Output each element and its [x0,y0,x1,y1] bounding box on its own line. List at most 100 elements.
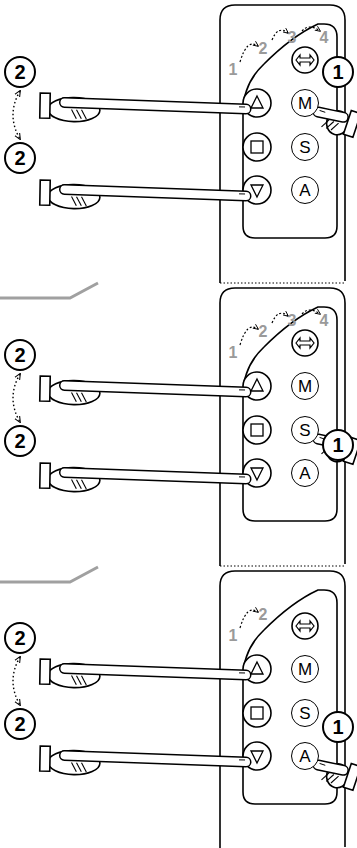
step-arc-arrow [240,610,258,628]
step-number: 2 [259,607,268,623]
panel-separator [0,283,98,298]
hand-finger [64,472,246,479]
mode-button: M [291,655,319,683]
hand-cuff [343,763,357,790]
pointing-hand [40,376,246,405]
swap-arrow-symbol [296,621,314,631]
pointing-hand [40,463,246,492]
hand-knuckle [82,676,87,685]
button-letter: M [298,661,312,678]
hand-finger [318,112,343,117]
auto-button: A [291,459,319,487]
hand-cuff [343,110,357,137]
hand-finger [64,385,246,392]
swap-button [292,47,318,73]
down-triangle-symbol [251,468,263,480]
hand-nail [239,106,245,107]
callout-text: 2 [14,714,25,734]
hand-knuckle [72,197,77,206]
callout-number: 2 [4,339,36,371]
callout-number: 2 [4,622,36,654]
hand-knuckle [77,110,82,119]
down-triangle-symbol [251,185,263,197]
button-letter: M [298,95,312,112]
hand-knuckle [82,110,87,119]
button-letter: S [299,139,310,156]
step-arc-arrow [272,313,288,323]
hand-cuff [40,376,50,401]
swap-arrow-symbol [296,55,314,65]
hand-finger [64,668,246,675]
callout-text: 2 [14,148,25,168]
hand-knuckle [321,773,329,780]
callout-number: 2 [4,708,36,740]
button-letter: A [299,465,310,482]
hand-finger [64,755,246,762]
callout-text: 2 [14,431,25,451]
hand-cuff [40,93,50,118]
step-number: 1 [229,62,238,78]
callout-number: 1 [322,429,354,461]
button-panel [243,307,337,521]
pointing-hand [40,746,246,775]
callout-text: 1 [332,717,343,737]
stop-square-symbol [251,707,263,719]
hand-knuckle [72,110,77,119]
hand-knuckle [72,480,77,489]
step-arc-arrow [240,327,258,345]
set-button: S [291,416,319,444]
double-arrow-connector [13,91,20,139]
pointing-hand [318,108,357,138]
swap-arrow-symbol [296,338,314,348]
pointing-hand [40,93,246,122]
hand-knuckle [72,763,77,772]
hand-nail [239,759,245,760]
hand-knuckle [82,763,87,772]
hand-knuckle [321,120,329,127]
callout-number: 2 [4,425,36,457]
callout-number: 2 [4,56,36,88]
hand-knuckle [72,676,77,685]
hand-knuckle [77,393,82,402]
hand-finger [64,755,246,762]
arrow-button [243,133,271,161]
hand-knuckle [326,774,334,781]
arrow-button [243,699,271,727]
step-arc-arrow [272,30,288,40]
hand-finger [318,112,343,117]
hand-knuckle [77,197,82,206]
hand-knuckle [82,393,87,402]
callout-text: 2 [14,345,25,365]
hand-knuckle [326,121,334,128]
mode-button: M [291,89,319,117]
hand-nail [239,389,245,390]
panel-separator [0,567,98,582]
double-arrow-connector [13,374,20,422]
set-button: S [291,133,319,161]
set-button: S [291,699,319,727]
remote-housing [220,288,345,566]
button-panel [243,24,337,238]
hand-knuckle [77,480,82,489]
pointing-hand [40,180,246,209]
hand-knuckle [72,393,77,402]
button-letter: S [299,705,310,722]
step-arc-arrow [240,44,258,62]
hand-finger [64,189,246,196]
pointing-hand [318,761,357,791]
double-arrow-connector [13,657,20,705]
hand-knuckle [82,197,87,206]
hand-finger [64,102,246,109]
hand-nail [239,672,245,673]
down-triangle-symbol [251,751,263,763]
hand-knuckle [77,676,82,685]
up-triangle-symbol [251,662,263,674]
hand-nail [239,476,245,477]
callout-text: 1 [332,435,343,455]
callout-number: 1 [322,56,354,88]
remote-housing [220,5,345,283]
hand-nail [320,110,326,112]
stop-square-symbol [251,424,263,436]
hand-nail [239,193,245,194]
